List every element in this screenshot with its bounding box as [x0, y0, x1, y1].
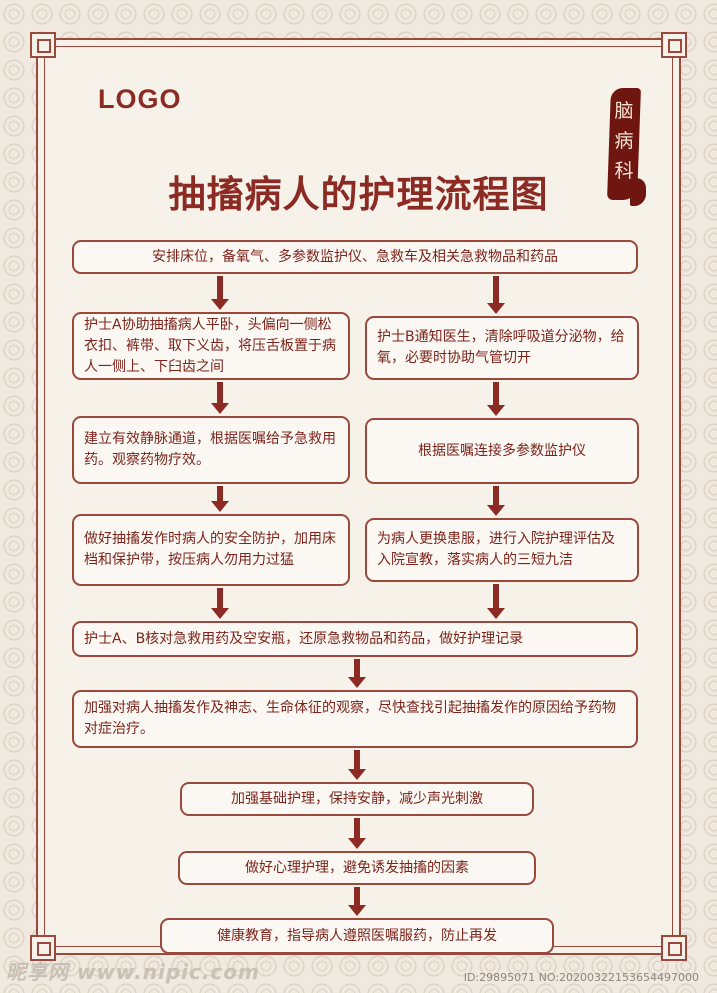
step-left-2-text: 建立有效静脉通道，根据医嘱给予急救用药。观察药物疗效。: [84, 431, 336, 468]
arrow-down: [348, 818, 366, 849]
step-left-2: 建立有效静脉通道，根据医嘱给予急救用药。观察药物疗效。: [72, 416, 350, 484]
step-edu: 健康教育，指导病人遵照医嘱服药，防止再发: [160, 918, 554, 954]
step-psych-text: 做好心理护理，避免诱发抽搐的因素: [245, 859, 469, 876]
arrow-down: [487, 276, 505, 314]
step-top: 安排床位，备氧气、多参数监护仪、急救车及相关急救物品和药品: [72, 240, 638, 274]
step-edu-text: 健康教育，指导病人遵照医嘱服药，防止再发: [217, 927, 497, 944]
step-basic: 加强基础护理，保持安静，减少声光刺激: [180, 782, 534, 816]
step-right-2-text: 根据医嘱连接多参数监护仪: [418, 442, 586, 459]
arrow-down: [211, 588, 229, 619]
step-right-3-text: 为病人更换患服，进行入院护理评估及入院宣教，落实病人的三短九洁: [377, 531, 615, 568]
step-right-1: 护士B通知医生，清除呼吸道分泌物，给氧，必要时协助气管切开: [365, 316, 639, 380]
step-left-1-text: 护士A协助抽搐病人平卧，头偏向一侧松衣扣、裤带、取下义齿，将压舌板置于病人一侧上…: [84, 316, 336, 375]
arrow-down: [211, 486, 229, 512]
step-right-2: 根据医嘱连接多参数监护仪: [365, 418, 639, 484]
brush-stroke-tail: [630, 178, 646, 206]
arrow-down: [348, 659, 366, 688]
watermark-text: 昵享网 www.nipic.com: [6, 960, 260, 984]
department-label: 脑病科: [614, 100, 634, 182]
corner-ornament: [661, 32, 687, 58]
step-merge-text: 护士A、B核对急救用药及空安瓶，还原急救物品和药品，做好护理记录: [84, 630, 524, 647]
corner-ornament: [30, 935, 56, 961]
arrow-down: [487, 584, 505, 619]
step-right-1-text: 护士B通知医生，清除呼吸道分泌物，给氧，必要时协助气管切开: [377, 329, 625, 366]
step-basic-text: 加强基础护理，保持安静，减少声光刺激: [231, 790, 483, 807]
logo-text: LOGO: [98, 84, 182, 114]
corner-ornament: [30, 32, 56, 58]
arrow-down: [487, 382, 505, 416]
arrow-down: [348, 750, 366, 780]
arrow-down: [211, 382, 229, 414]
department-tag: 脑病科: [604, 88, 646, 206]
corner-ornament: [661, 935, 687, 961]
step-left-1: 护士A协助抽搐病人平卧，头偏向一侧松衣扣、裤带、取下义齿，将压舌板置于病人一侧上…: [72, 312, 350, 380]
step-observe: 加强对病人抽搐发作及神志、生命体征的观察，尽快查找引起抽搐发作的原因给予药物对症…: [72, 690, 638, 748]
step-right-3: 为病人更换患服，进行入院护理评估及入院宣教，落实病人的三短九洁: [365, 518, 639, 582]
step-top-text: 安排床位，备氧气、多参数监护仪、急救车及相关急救物品和药品: [152, 248, 558, 265]
step-left-3: 做好抽搐发作时病人的安全防护，加用床档和保护带，按压病人勿用力过猛: [72, 514, 350, 586]
step-merge: 护士A、B核对急救用药及空安瓶，还原急救物品和药品，做好护理记录: [72, 621, 638, 657]
arrow-down: [211, 276, 229, 310]
image-id-text: ID:29895071 NO:20200322153654497000: [463, 971, 699, 984]
page-title: 抽搐病人的护理流程图: [168, 172, 549, 216]
arrow-down: [487, 486, 505, 516]
step-observe-text: 加强对病人抽搐发作及神志、生命体征的观察，尽快查找引起抽搐发作的原因给予药物对症…: [84, 700, 616, 737]
step-left-3-text: 做好抽搐发作时病人的安全防护，加用床档和保护带，按压病人勿用力过猛: [84, 531, 336, 568]
arrow-down: [348, 887, 366, 916]
step-psych: 做好心理护理，避免诱发抽搐的因素: [178, 851, 536, 885]
